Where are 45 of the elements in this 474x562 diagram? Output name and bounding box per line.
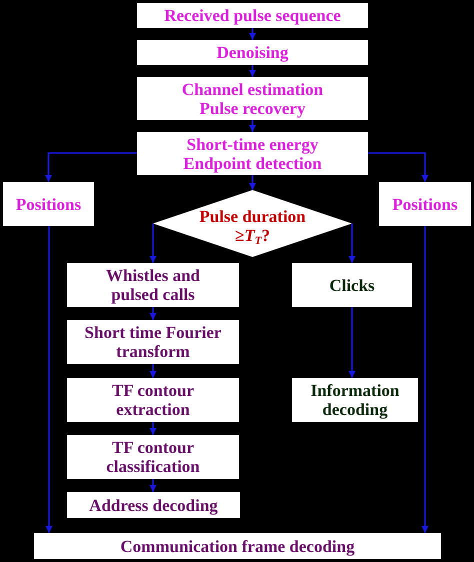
arrow <box>45 152 137 182</box>
process-box <box>137 3 368 28</box>
step-label: Short-time energy Endpoint detection <box>182 134 323 172</box>
step-label: Channel estimation Pulse recovery <box>180 80 324 118</box>
arrow <box>249 65 256 77</box>
arrow <box>422 226 428 533</box>
process-box <box>137 40 368 65</box>
arrow <box>368 152 428 182</box>
step-label: Positions <box>16 194 82 214</box>
process-box <box>379 182 471 226</box>
arrow <box>249 175 256 190</box>
step-label: Short time Fourier transform <box>84 323 222 361</box>
step-label: Whistles and pulsed calls <box>105 266 201 304</box>
step-label: Clicks <box>329 276 375 294</box>
process-box <box>34 533 441 559</box>
arrow <box>150 224 156 263</box>
process-box <box>67 320 239 364</box>
arrow <box>348 307 356 378</box>
arrow <box>46 226 52 533</box>
step-label: Positions <box>392 194 458 214</box>
step-label: Address decoding <box>89 496 218 514</box>
arrow <box>249 28 256 40</box>
arrow <box>150 364 156 378</box>
arrow <box>348 224 356 263</box>
arrow <box>150 307 156 320</box>
process-box <box>292 378 418 422</box>
decision-diamond <box>153 190 352 257</box>
arrow <box>150 422 156 435</box>
step-label: Pulse duration ≥T$_{T}$? <box>198 206 307 248</box>
step-label: TF contour classification <box>105 438 201 476</box>
arrow <box>150 479 156 492</box>
process-box <box>137 132 368 175</box>
process-box <box>67 492 240 518</box>
process-box <box>67 263 239 307</box>
arrow <box>249 120 256 132</box>
step-label: Denoising <box>216 43 288 62</box>
process-box <box>292 263 412 307</box>
step-label: Communication frame decoding <box>120 536 355 556</box>
process-box <box>137 77 368 120</box>
step-label: Information decoding <box>310 381 400 419</box>
step-label: TF contour extraction <box>110 381 195 419</box>
step-label: Received pulse sequence <box>164 6 341 25</box>
process-box <box>67 378 239 422</box>
process-box <box>67 435 239 479</box>
process-box <box>3 182 94 226</box>
